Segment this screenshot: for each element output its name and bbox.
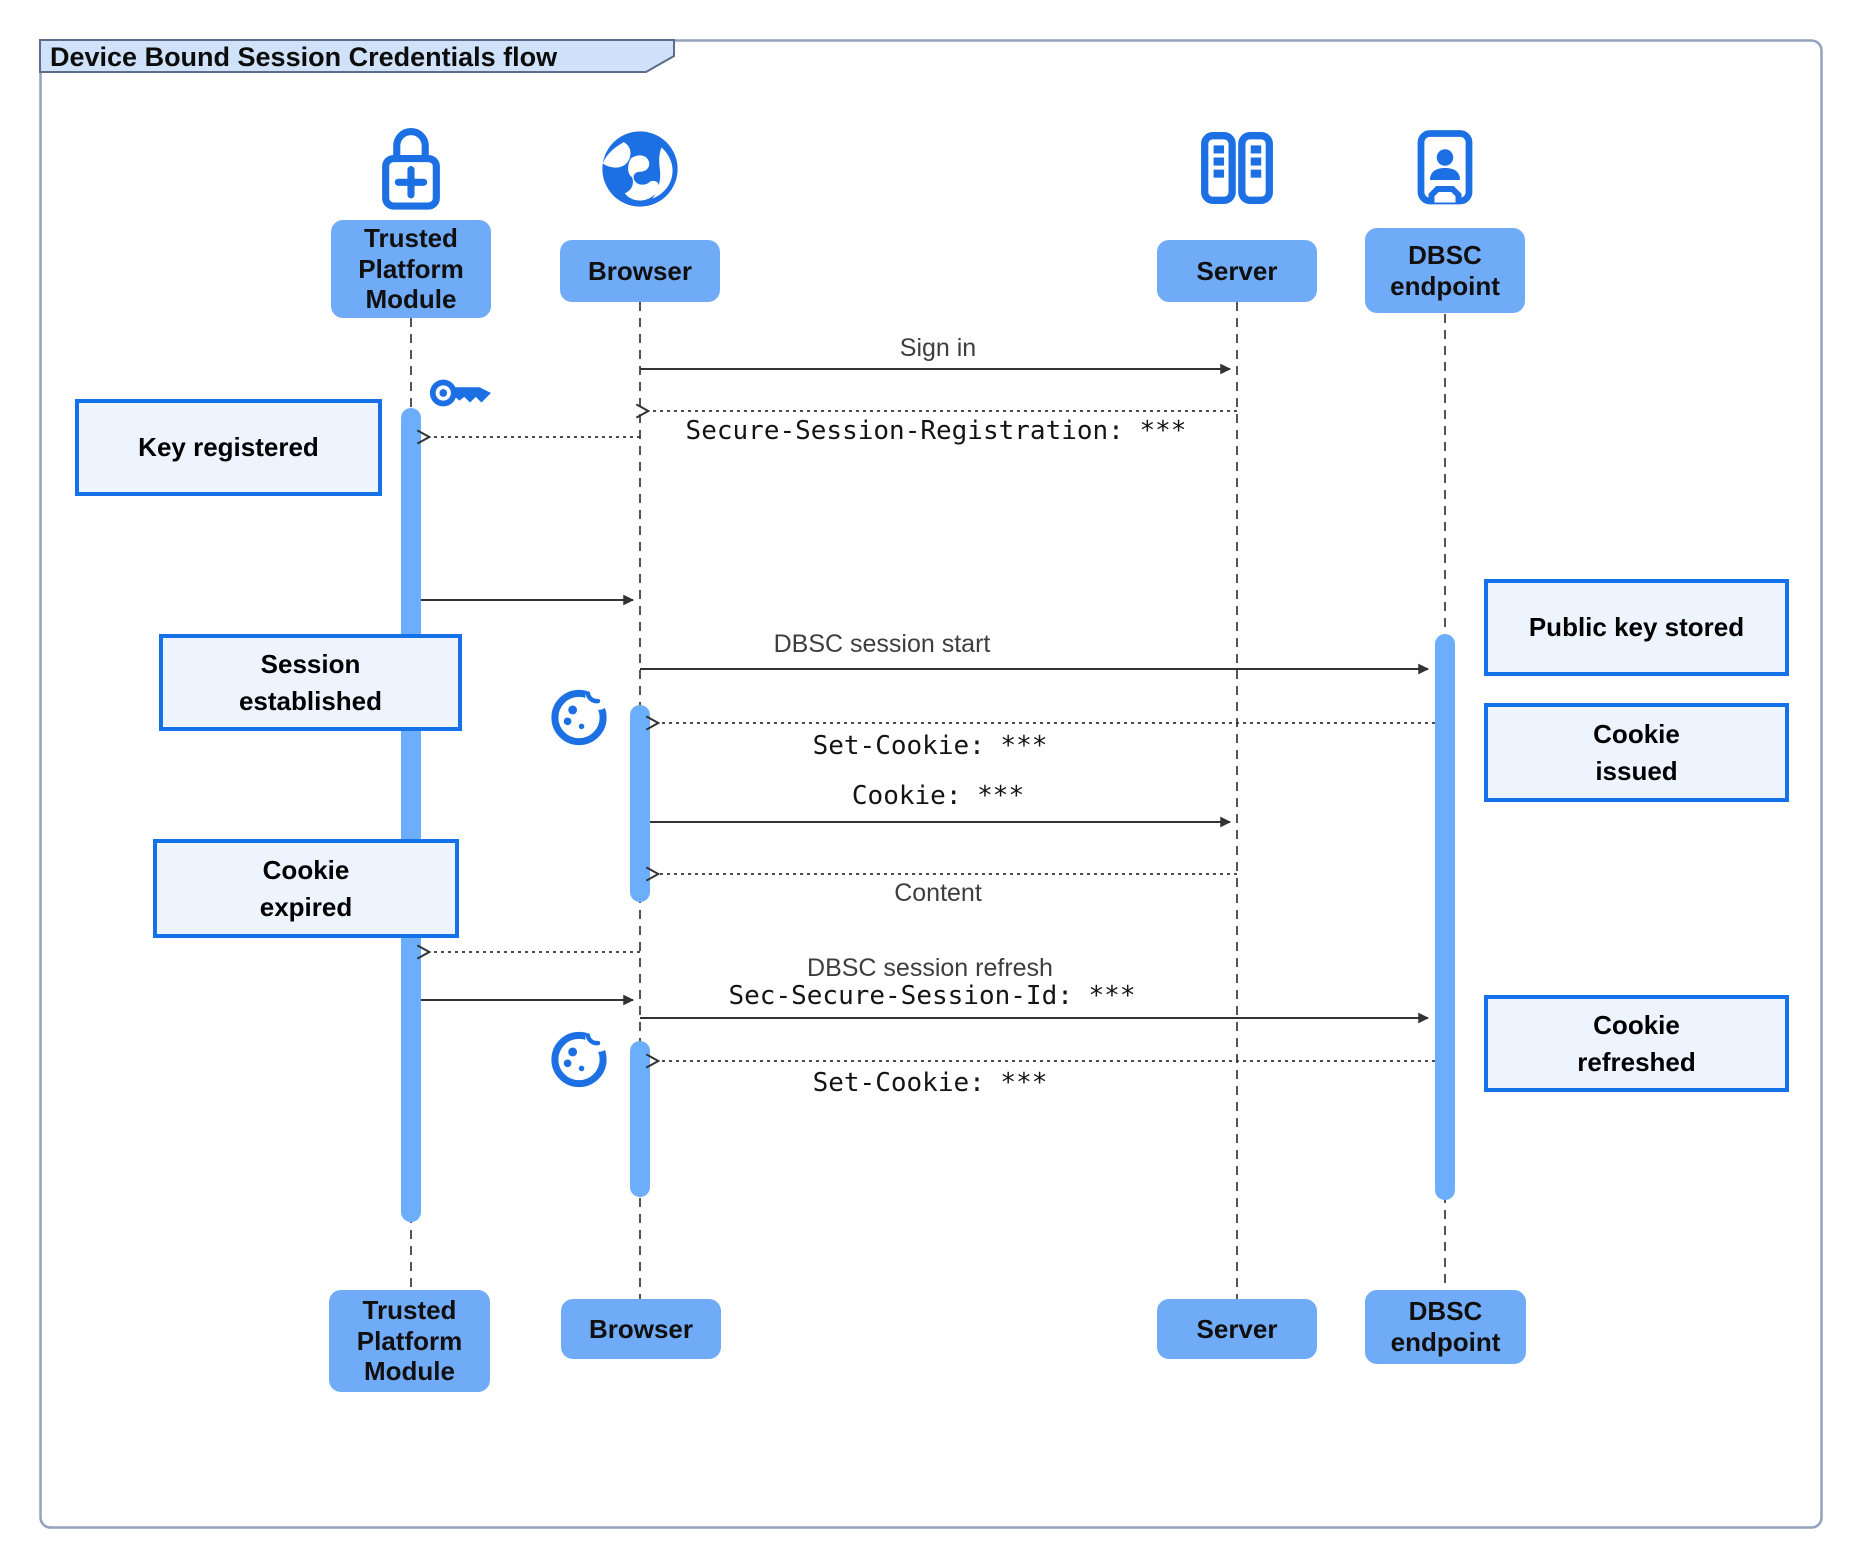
message-label-sec-secure-session-id: Sec-Secure-Session-Id: *** <box>728 981 1136 1011</box>
globe-icon <box>602 131 678 207</box>
note-text: Session established <box>238 649 383 716</box>
actor-label: Server <box>1196 255 1278 286</box>
actor-bottom-server: Server <box>1157 1299 1317 1359</box>
message-label-set-cookie-2: Set-Cookie: *** <box>812 1068 1048 1098</box>
note-cookie-issued: Cookie issued <box>1484 703 1789 802</box>
note-text: Cookie issued <box>1593 719 1680 786</box>
actor-top-server: Server <box>1157 240 1317 302</box>
message-label-session-registration: Secure-Session-Registration: *** <box>685 416 1187 446</box>
page-title: Device Bound Session Credentials flow <box>50 42 558 72</box>
actor-label: Server <box>1196 1313 1278 1344</box>
server-rack-icon <box>1201 132 1273 204</box>
note-key-registered: Key registered <box>75 399 382 496</box>
note-cookie-expired: Cookie expired <box>153 839 459 938</box>
note-text: Cookie expired <box>259 855 353 922</box>
message-label-sign-in: Sign in <box>899 334 977 362</box>
actor-top-tpm: Trusted Platform Module <box>331 220 491 318</box>
note-session-established: Session established <box>159 634 462 731</box>
title-tab <box>39 39 675 73</box>
note-cookie-refreshed: Cookie refreshed <box>1484 995 1789 1092</box>
actor-bottom-browser: Browser <box>561 1299 721 1359</box>
actor-top-dbsc: DBSC endpoint <box>1365 228 1525 313</box>
message-label-dbsc-session-refresh: DBSC session refresh <box>807 954 1053 982</box>
actor-label: Trusted Platform Module <box>356 1294 463 1387</box>
activation-bar-dbsc <box>1435 634 1455 1200</box>
message-label-dbsc-session-start: DBSC session start <box>773 630 991 658</box>
actor-bottom-dbsc: DBSC endpoint <box>1365 1290 1526 1364</box>
actor-label: DBSC endpoint <box>1390 239 1500 301</box>
actor-label: Trusted Platform Module <box>358 222 464 315</box>
actor-top-browser: Browser <box>560 240 720 302</box>
message-label-set-cookie-1: Set-Cookie: *** <box>812 731 1048 761</box>
actor-bottom-tpm: Trusted Platform Module <box>329 1290 490 1392</box>
diagram-frame <box>39 39 1823 1529</box>
actor-label: Browser <box>587 255 693 286</box>
cookie-icon <box>551 684 611 746</box>
note-text: Cookie refreshed <box>1577 1010 1696 1077</box>
cookie-icon <box>551 1026 611 1088</box>
lock-plus-icon <box>382 128 440 210</box>
actor-label: Browser <box>588 1313 694 1344</box>
activation-bar-tpm <box>401 408 421 1222</box>
actor-label: DBSC endpoint <box>1390 1296 1501 1357</box>
key-icon <box>429 379 491 407</box>
note-text: Public key stored <box>1528 612 1745 643</box>
note-public-key-stored: Public key stored <box>1484 579 1789 676</box>
message-label-cookie: Cookie: *** <box>851 781 1025 811</box>
endpoint-person-icon <box>1417 130 1473 205</box>
message-label-content: Content <box>894 879 982 907</box>
activation-bar-browser-2 <box>630 1041 650 1197</box>
activation-bar-browser-1 <box>630 705 650 902</box>
note-text: Key registered <box>138 432 319 463</box>
